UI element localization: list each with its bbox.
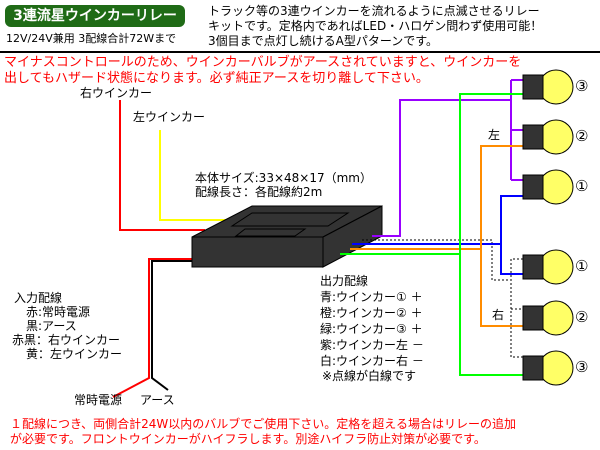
left-blinker-label: 左ウインカー bbox=[133, 110, 206, 124]
description-line-2: キットです。定格内であればLED・ハロゲン問わず使用可能！ bbox=[208, 19, 543, 33]
input-wiring-title: 入力配線 bbox=[14, 291, 63, 305]
bulb-number: ② bbox=[575, 127, 589, 145]
bulb-right-1 bbox=[522, 249, 574, 285]
input-wiring-item: 赤:常時電源 bbox=[26, 305, 91, 319]
purple-wire bbox=[372, 99, 511, 237]
bulb-left-3 bbox=[522, 69, 574, 105]
unit-size: 本体サイズ:33×48×17（mm） bbox=[195, 171, 372, 185]
input-wiring-item: 赤黒：右ウインカー bbox=[12, 333, 121, 347]
output-wiring-item: 青:ウインカー① ＋ bbox=[320, 290, 423, 304]
warning-bottom-2: が必要です。フロントウインカーがハイフラします。別途ハイフラ防止対策が必要です。 bbox=[10, 432, 486, 446]
description-line-3: 3個目まで点灯し続けるA型パターンです。 bbox=[208, 34, 439, 48]
bulb-number: ③ bbox=[575, 358, 589, 376]
input-wiring-item: 黄：左ウインカー bbox=[26, 347, 123, 361]
bulb-number: ② bbox=[575, 308, 589, 326]
yellow-wire bbox=[159, 130, 230, 221]
bulb-number: ① bbox=[575, 257, 589, 275]
dotted-line-note: ※点線が白線です bbox=[322, 369, 417, 383]
wire-length: 配線長さ：各配線約2m bbox=[195, 185, 323, 199]
bulb-number: ③ bbox=[575, 77, 589, 95]
bulb-right-3 bbox=[522, 350, 574, 386]
ground-label: アース bbox=[140, 393, 175, 407]
title-badge: 3連流星ウインカーリレー bbox=[5, 5, 185, 27]
output-wiring-item: 紫:ウインカー左 － bbox=[320, 338, 424, 352]
warning-top-2: 出してもハザード状態になります。必ず純正アースを切り離して下さい。 bbox=[4, 71, 429, 86]
warning-top-1: マイナスコントロールのため、ウインカーバルブがアースされていますと、ウインカーを bbox=[4, 55, 522, 70]
bulb-left-1 bbox=[522, 169, 574, 205]
bulb-number: ① bbox=[575, 177, 589, 195]
output-wiring-title: 出力配線 bbox=[320, 274, 369, 288]
white-wire bbox=[362, 239, 510, 281]
output-wiring-item: 橙:ウインカー② ＋ bbox=[320, 306, 423, 320]
red-wire bbox=[119, 100, 205, 231]
warning-bottom-1: １配線につき、両側合計24W以内のバルブでご使用下さい。定格を超える場合はリレー… bbox=[10, 417, 516, 431]
output-wiring-item: 白:ウインカー右 － bbox=[320, 354, 424, 368]
ground-wire bbox=[151, 260, 192, 391]
right-blinker-label: 右ウインカー bbox=[80, 86, 153, 100]
bulb-left-2 bbox=[522, 119, 574, 155]
power-wire bbox=[112, 258, 192, 398]
right-side-label: 右 bbox=[492, 308, 505, 322]
description-line-1: トラック等の3連ウインカーを流れるように点滅させるリレー bbox=[208, 4, 540, 18]
input-wiring-item: 黒:アース bbox=[26, 319, 77, 333]
power-label: 常時電源 bbox=[74, 393, 123, 407]
relay-box-front bbox=[191, 236, 324, 268]
left-side-label: 左 bbox=[488, 128, 501, 142]
subtitle: 12V/24V兼用 3配線合計72Wまで bbox=[6, 32, 177, 45]
bulb-right-2 bbox=[522, 300, 574, 336]
output-wiring-item: 緑:ウインカー③ ＋ bbox=[320, 322, 423, 336]
